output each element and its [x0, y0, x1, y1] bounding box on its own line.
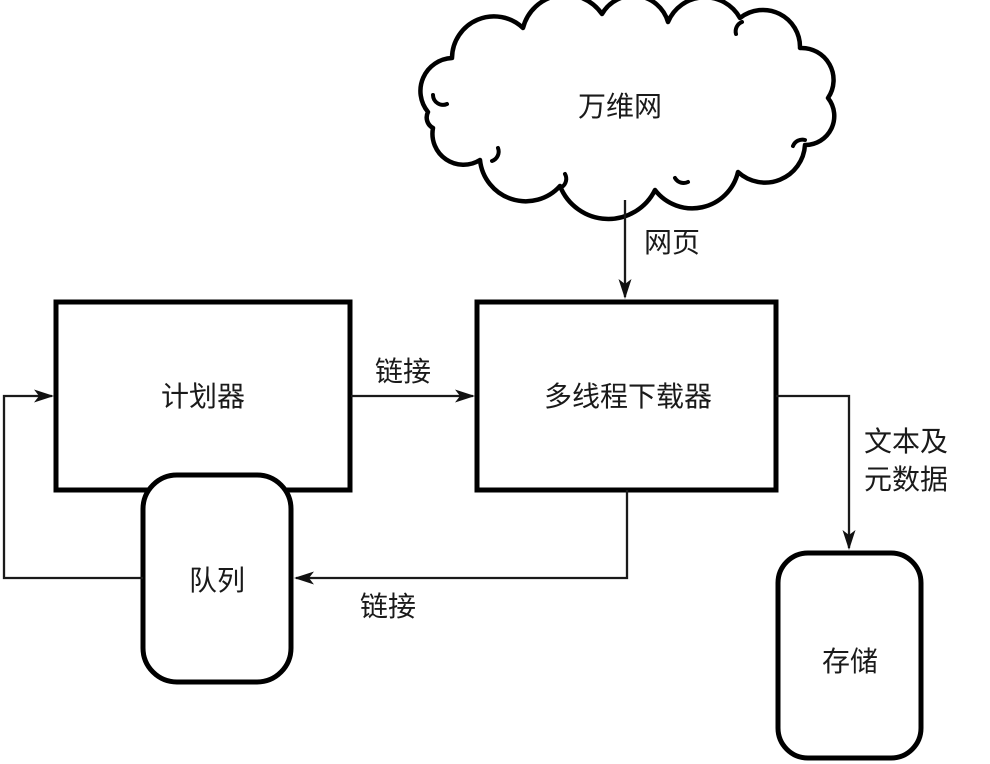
edge-label-text-metadata-line2: 元数据	[864, 464, 948, 495]
edge-label-text-metadata-line1: 文本及	[864, 426, 948, 457]
edge-label-links-bottom: 链接	[360, 591, 416, 622]
storage-box	[775, 550, 924, 761]
queue-label: 队列	[189, 565, 245, 596]
edge-label-web-pages: 网页	[644, 227, 700, 258]
cloud-curl	[733, 20, 744, 36]
planner-box	[53, 299, 353, 493]
storage-label: 存储	[822, 646, 878, 677]
edge-queue-to-planner	[2, 389, 143, 580]
node-planner	[53, 299, 353, 493]
web-cloud-label: 万维网	[578, 91, 662, 122]
node-downloader	[474, 299, 779, 493]
cloud-curl	[490, 146, 501, 163]
edge-downloader-to-queue	[294, 490, 629, 585]
node-web-cloud	[418, 0, 837, 222]
cloud-curl	[560, 172, 569, 189]
cloud-shape	[418, 0, 837, 222]
planner-label: 计划器	[161, 381, 245, 412]
cloud-curl	[673, 176, 690, 185]
downloader-label: 多线程下载器	[544, 381, 712, 412]
cloud-curl	[791, 137, 807, 148]
downloader-box	[474, 299, 779, 493]
edge-downloader-to-storage	[776, 394, 856, 550]
node-storage	[775, 550, 924, 761]
edge-label-links-top: 链接	[375, 356, 431, 387]
cloud-curl	[431, 93, 449, 107]
